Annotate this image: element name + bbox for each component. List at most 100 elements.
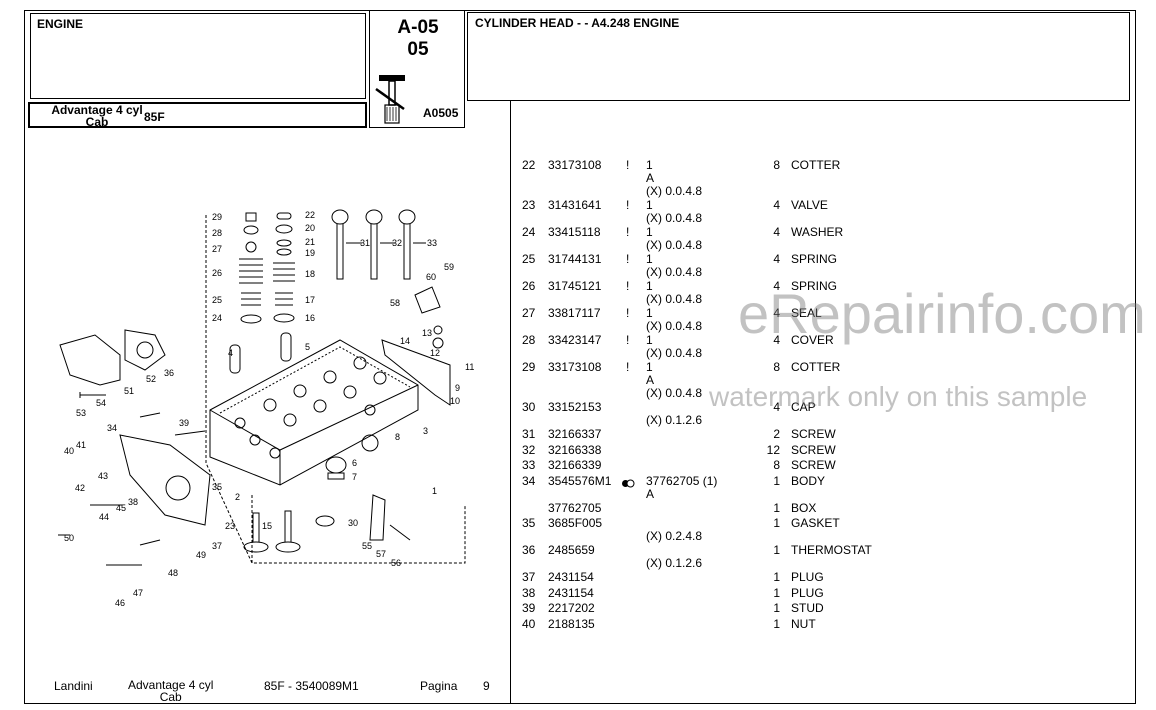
serial-range: (X) 0.0.4.8 [646,386,703,400]
section-box: ENGINE [30,13,366,99]
part-quantity: 4 [773,279,780,293]
exploded-diagram [58,209,466,566]
footer-page-number: 9 [483,679,490,693]
section-title: ENGINE [37,17,84,31]
footer-model: Advantage 4 cyl Cab [128,679,213,703]
part-description: PLUG [791,585,824,600]
image-ref: A0505 [423,106,459,120]
part-note: 1 [646,306,653,320]
part-description: PLUG [791,570,824,584]
part-number: 32166339 [548,458,602,472]
part-quantity: 2 [773,427,780,441]
part-mark: ! [626,198,630,212]
part-quantity: 1 [773,585,780,600]
part-number: 2485659 [548,543,595,557]
part-mark: ! [626,360,630,374]
valve-spring-stack [239,212,295,324]
footer-model-line2: Cab [159,690,182,704]
part-quantity: 1 [773,616,780,631]
part-number: 33173108 [548,158,602,172]
part-position: 38 [522,585,536,600]
interchange-icon [621,477,635,491]
part-description: COVER [791,333,834,347]
part-quantity: 4 [773,306,780,320]
part-position: 27 [522,306,536,320]
head-bolts [331,209,426,280]
part-description: SCREW [791,442,836,457]
part-number: 2431154 [548,585,594,600]
part-description: SCREW [791,427,836,441]
part-quantity: 1 [773,570,780,584]
model-name-line1: Advantage 4 cyl [51,103,143,117]
part-position: 28 [522,333,536,347]
cylinder-head [209,339,419,486]
part-mark: ! [626,333,630,347]
footer-page-label: Pagina [420,679,458,693]
part-mark: ! [626,158,630,172]
part-number: 33817117 [548,306,601,320]
part-position: 40 [522,616,536,631]
part-quantity: 1 [773,500,780,515]
part-position: 35 [522,516,536,530]
part-number: 32166337 [548,427,602,441]
part-description: BODY [791,473,826,488]
part-quantity: 1 [773,516,780,530]
part-number: 3685F005 [548,516,603,530]
part-quantity: 1 [773,601,780,615]
part-note: 1 [646,279,653,293]
part-note: 1 [646,360,653,374]
part-quantity: 8 [773,360,780,374]
part-description: VALVE [791,198,828,212]
part-number: 3545576M1 [548,473,612,488]
part-position: 25 [522,252,536,266]
part-description: SPRING [791,252,838,266]
part-note: 1 [646,252,653,266]
part-quantity: 4 [773,400,780,414]
part-position: 29 [522,360,536,374]
part-quantity: 8 [773,458,780,472]
part-number: 2188135 [548,616,595,631]
part-description: COTTER [791,360,841,374]
footer-catalog: 85F - 3540089M1 [264,679,359,693]
watermark-domain: eRepairinfo.com [738,282,1146,345]
page-title: CYLINDER HEAD - - A4.248 ENGINE [475,16,680,30]
part-position: 32 [522,442,536,457]
part-quantity: 4 [773,333,780,347]
page-frame [24,10,1136,704]
title-box: CYLINDER HEAD - - A4.248 ENGINE [467,12,1130,101]
part-description: CAP [791,400,816,414]
serial-range: (X) 0.0.4.8 [646,292,703,306]
part-position: 31 [522,427,536,441]
part-position: 24 [522,225,536,239]
part-number: 33173108 [548,360,602,374]
serial-range: (X) 0.1.2.6 [646,556,703,570]
part-number: 33152153 [548,400,602,414]
part-description: THERMOSTAT [791,543,872,557]
model-name-line2: Cab [85,115,109,129]
part-note: 37762705 (1) [646,473,718,488]
part-description: WASHER [791,225,844,239]
part-description: SPRING [791,279,838,293]
serial-range: (X) 0.0.4.8 [646,319,703,333]
part-note-line2: A [646,171,655,185]
part-note: 1 [646,198,653,212]
part-note-line2: A [646,373,655,387]
part-position: 33 [522,458,536,472]
part-position: 36 [522,543,536,557]
part-quantity: 12 [766,442,780,457]
part-description: SEAL [791,306,822,320]
part-mark: ! [626,306,630,320]
footer-brand: Landini [54,679,93,693]
part-position: 30 [522,400,536,414]
model-code: 85F [144,110,165,124]
valve-icon [375,75,405,124]
part-number: 33423147 [548,333,602,347]
serial-range: (X) 0.0.4.8 [646,265,703,279]
column-divider [510,100,511,704]
part-mark: ! [626,252,630,266]
serial-range: (X) 0.0.4.8 [646,184,703,198]
part-number: 32166338 [548,442,602,457]
part-quantity: 4 [773,252,780,266]
part-position: 26 [522,279,536,293]
